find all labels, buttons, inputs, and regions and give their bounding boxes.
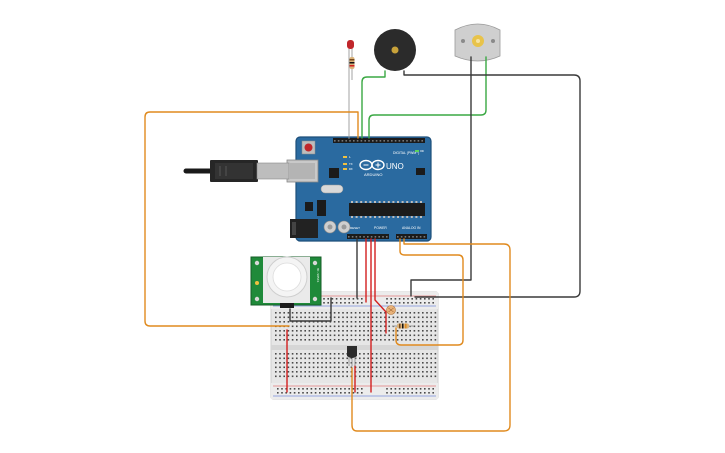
analog-label: ANALOG IN [402,226,421,230]
arduino-logo-icon [359,159,385,171]
status-leds: L TX RX ON [343,149,424,171]
wire-black-buzzer[interactable] [403,70,581,298]
wire-black-motor[interactable] [410,56,472,297]
svg-text:RX: RX [349,167,353,171]
buzzer-icon[interactable] [374,29,416,71]
wire-orange-pir[interactable] [144,111,359,327]
dc-motor-icon[interactable] [454,23,501,62]
usb-cable-icon[interactable] [183,160,290,182]
svg-text:TX: TX [349,162,353,166]
wire-orange-analog-1[interactable] [395,238,464,346]
wire-green-buzzer[interactable] [361,70,386,139]
analog-header[interactable] [396,234,427,239]
arduino-uno-board[interactable]: UNO ARDUINO DIGITAL (PWM~) POWER ANALOG … [286,136,432,242]
svg-text:L: L [349,155,351,159]
svg-text:ON: ON [420,149,424,153]
led-icon[interactable] [347,40,354,139]
wire-green-motor[interactable] [368,56,487,139]
board-model: UNO [386,162,404,171]
resistor-icon[interactable] [349,57,355,80]
board-brand: ARDUINO [364,172,382,177]
digital-header[interactable] [333,138,425,143]
temperature-sensor-icon[interactable] [347,346,357,366]
power-jack[interactable] [290,219,318,238]
wire-black-pir[interactable] [289,297,332,322]
wire-red-rail[interactable] [374,238,387,334]
wire-orange-analog-2[interactable] [351,238,511,432]
chip-pins [334,140,426,238]
wires [144,56,581,432]
power-label: POWER [374,226,387,230]
digital-label: DIGITAL (PWM~) [393,151,419,155]
reset-label: RESET [350,226,360,230]
microcontroller-chip [349,203,425,216]
pir-sensor-icon[interactable]: HC-SR501 [250,256,322,308]
breadboard[interactable] [270,291,439,400]
photoresistor-icon[interactable] [386,305,396,315]
resistor-icon[interactable] [392,323,414,329]
pir-side-label: HC-SR501 [316,268,320,283]
